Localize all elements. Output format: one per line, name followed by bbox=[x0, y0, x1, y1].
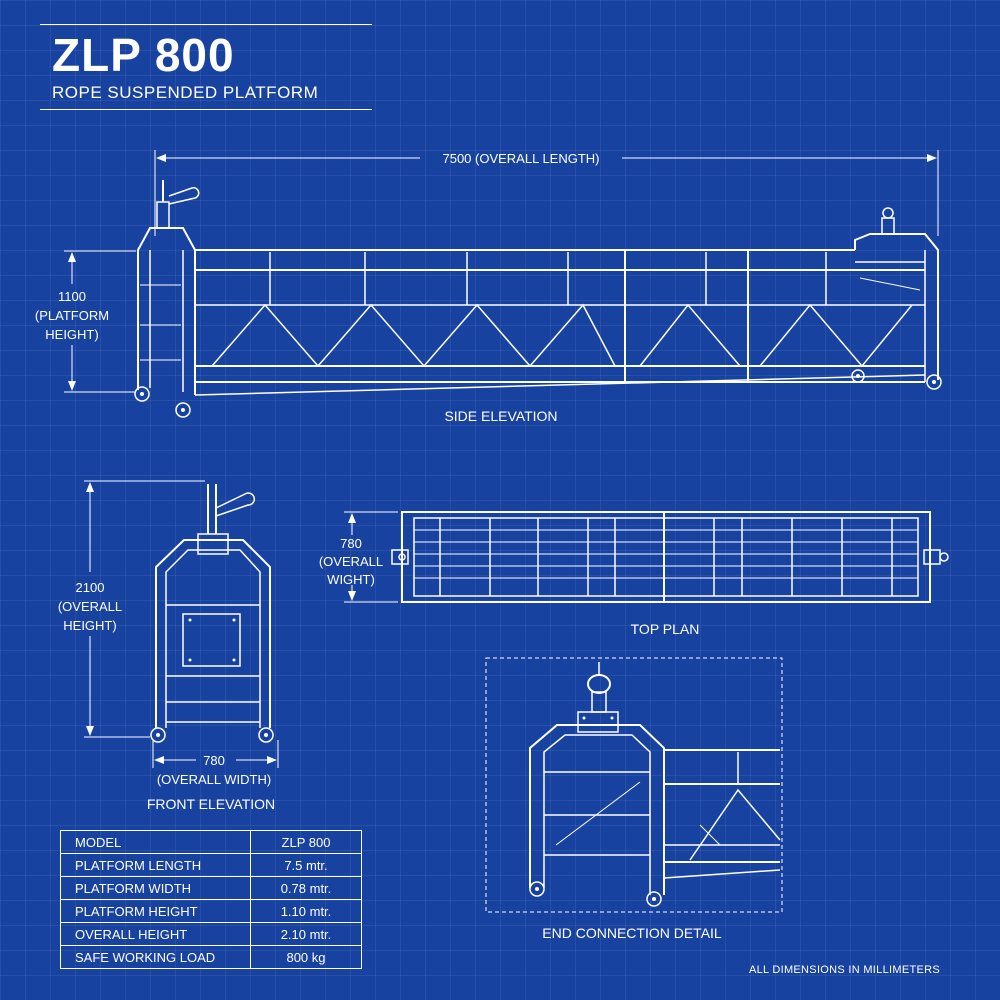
spec-label: PLATFORM HEIGHT bbox=[60, 899, 251, 923]
side-height-value: 1100 bbox=[58, 289, 86, 304]
title-block: ZLP 800 ROPE SUSPENDED PLATFORM bbox=[40, 24, 372, 110]
side-height-dimension: 1100 (PLATFORM HEIGHT) bbox=[35, 250, 136, 393]
spec-label: OVERALL HEIGHT bbox=[60, 922, 251, 946]
side-wheels bbox=[134, 369, 942, 418]
top-width-dimension: 780 (OVERALL WIGHT) bbox=[319, 511, 398, 603]
table-row: SAFE WORKING LOAD 800 kg bbox=[60, 945, 362, 969]
front-height-value: 2100 bbox=[76, 580, 105, 595]
spec-label: SAFE WORKING LOAD bbox=[60, 945, 251, 969]
top-width-value: 780 bbox=[340, 536, 362, 551]
side-right-end-frame bbox=[854, 207, 939, 382]
spec-label: MODEL bbox=[60, 830, 251, 854]
front-height-dimension: 2100 (OVERALL HEIGHT) bbox=[58, 480, 205, 738]
drawing-title: ZLP 800 bbox=[52, 29, 235, 81]
spec-label: PLATFORM LENGTH bbox=[60, 853, 251, 877]
end-connection-label: END CONNECTION DETAIL bbox=[542, 925, 722, 941]
side-truss-body bbox=[194, 249, 926, 396]
spec-label: PLATFORM WIDTH bbox=[60, 876, 251, 900]
side-length-dimension: 7500 (OVERALL LENGTH) bbox=[154, 150, 939, 236]
dimensions-note: ALL DIMENSIONS IN MILLIMETERS bbox=[748, 964, 940, 976]
front-width-caption: (OVERALL WIDTH) bbox=[157, 772, 271, 787]
side-left-end-frame bbox=[137, 180, 200, 395]
title-bottom-rule bbox=[40, 109, 372, 110]
end-connection-detail: END CONNECTION DETAIL bbox=[485, 657, 783, 941]
front-elevation: 2100 (OVERALL HEIGHT) bbox=[58, 480, 279, 812]
spec-value: 0.78 mtr. bbox=[250, 876, 362, 900]
spec-value: 2.10 mtr. bbox=[250, 922, 362, 946]
top-width-caption-1: (OVERALL bbox=[319, 554, 383, 569]
spec-value: 1.10 mtr. bbox=[250, 899, 362, 923]
top-plan-label: TOP PLAN bbox=[631, 621, 700, 637]
title-top-rule bbox=[40, 24, 372, 25]
drawing-subtitle: ROPE SUSPENDED PLATFORM bbox=[52, 83, 319, 102]
top-width-caption-2: WIGHT) bbox=[327, 572, 375, 587]
spec-table: MODEL ZLP 800 PLATFORM LENGTH 7.5 mtr. P… bbox=[60, 830, 362, 969]
front-height-caption-1: (OVERALL bbox=[58, 599, 122, 614]
front-height-caption-2: HEIGHT) bbox=[63, 618, 116, 633]
table-row: PLATFORM WIDTH 0.78 mtr. bbox=[60, 876, 362, 900]
side-elevation: 7500 (OVERALL LENGTH) 1100 (PLATFORM HEI… bbox=[35, 150, 942, 424]
top-deck bbox=[391, 511, 949, 603]
side-height-caption-2: HEIGHT) bbox=[45, 327, 98, 342]
table-row: PLATFORM HEIGHT 1.10 mtr. bbox=[60, 899, 362, 923]
detail-frame bbox=[485, 657, 783, 913]
side-height-caption-1: (PLATFORM bbox=[35, 308, 109, 323]
front-frame bbox=[150, 484, 274, 743]
table-row: MODEL ZLP 800 bbox=[60, 830, 362, 854]
detail-end-frame bbox=[529, 662, 665, 895]
top-plan: 780 (OVERALL WIGHT) bbox=[319, 511, 949, 637]
table-row: PLATFORM LENGTH 7.5 mtr. bbox=[60, 853, 362, 877]
front-elevation-label: FRONT ELEVATION bbox=[147, 796, 275, 812]
front-width-value: 780 bbox=[203, 753, 225, 768]
detail-truss-section bbox=[663, 749, 781, 879]
side-elevation-label: SIDE ELEVATION bbox=[444, 408, 557, 424]
front-width-dimension: 780 (OVERALL WIDTH) bbox=[152, 740, 279, 787]
table-row: OVERALL HEIGHT 2.10 mtr. bbox=[60, 922, 362, 946]
spec-value: ZLP 800 bbox=[250, 830, 362, 854]
spec-value: 7.5 mtr. bbox=[250, 853, 362, 877]
detail-wheels bbox=[529, 881, 662, 907]
spec-value: 800 kg bbox=[250, 945, 362, 969]
side-length-label: 7500 (OVERALL LENGTH) bbox=[442, 151, 599, 166]
